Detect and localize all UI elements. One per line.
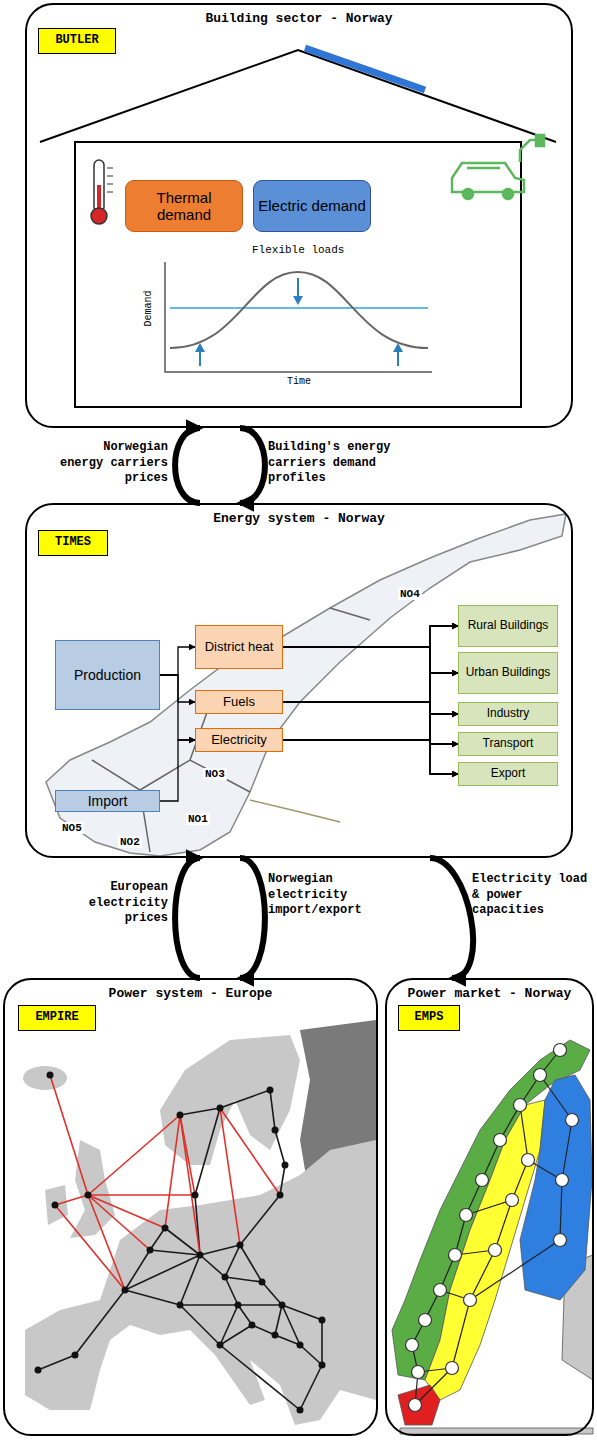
box-label: Fuels (223, 695, 255, 710)
demand-box: Electric demand (253, 180, 371, 232)
box-label: Production (74, 667, 141, 683)
flow-arrow (283, 702, 458, 774)
region-label: NO4 (398, 588, 422, 600)
supply-box: Production (55, 640, 160, 710)
sector-panel: Power market - NorwayEMPS (385, 978, 594, 1436)
flow-arrow (283, 702, 458, 714)
box-label: Electricity (211, 733, 267, 748)
axis-label: Demand (143, 288, 154, 328)
flow-arrow (283, 647, 458, 744)
model-tag: TIMES (38, 530, 108, 556)
box-label: BUTLER (55, 34, 98, 48)
sector-box: Industry (458, 702, 558, 726)
box-label: EMPIRE (35, 1011, 78, 1025)
model-tag: EMPIRE (18, 1005, 96, 1031)
flow-arrow (283, 626, 458, 740)
carrier-box: Fuels (195, 690, 283, 714)
chart-title: Flexible loads (250, 244, 346, 256)
box-label: Urban Buildings (466, 666, 551, 680)
flexible-load-chart (165, 262, 432, 372)
europe-map (23, 1020, 376, 1425)
region-label: NO5 (60, 822, 84, 834)
box-label: Import (88, 793, 128, 809)
flow-arrow (160, 740, 195, 801)
sector-box: Rural Buildings (458, 605, 558, 647)
cycle-arrow (430, 858, 473, 978)
sector-box: Export (458, 762, 558, 786)
flow-label: Building's energy carriers demand profil… (268, 440, 408, 487)
flow-arrow (160, 647, 195, 675)
flow-arrow (283, 647, 458, 714)
demand-box: Thermal demand (125, 180, 243, 232)
sector-panel: Building sector - NorwayBUTLER Thermal de… (25, 3, 573, 428)
flow-arrow (283, 673, 458, 740)
box-label: Electric demand (258, 197, 366, 214)
sector-panel: Power system - EuropeEMPIRE (3, 978, 378, 1436)
panel-title: Energy system - Norway (27, 511, 571, 526)
panel-title: Power system - Europe (5, 986, 376, 1001)
sector-box: Urban Buildings (458, 652, 558, 694)
flow-arrow (283, 647, 458, 673)
cycle-arrow (175, 428, 200, 503)
norway-map (46, 514, 566, 856)
flow-arrow (283, 702, 458, 744)
ev-car-icon (452, 135, 544, 199)
panel-title: Building sector - Norway (27, 11, 571, 26)
carrier-box: Electricity (195, 728, 283, 752)
box-label: Export (491, 767, 526, 781)
sector-panel: Energy system - NorwayTIMES ProductionImp… (25, 503, 573, 858)
model-tag: BUTLER (38, 28, 116, 54)
box-label: TIMES (55, 536, 91, 550)
flow-arrow (283, 673, 458, 702)
model-tag: EMPS (398, 1005, 460, 1031)
box-label: Rural Buildings (468, 619, 549, 633)
region-label: NO1 (186, 813, 210, 825)
flow-label: Norwegian energy carriers prices (56, 440, 168, 487)
flow-arrow (283, 647, 458, 774)
solar-panel (305, 48, 425, 90)
box-label: Industry (487, 707, 530, 721)
region-label: NO3 (203, 768, 227, 780)
flow-label: Norwegian electricity import/export (268, 872, 418, 919)
box-label: EMPS (415, 1011, 444, 1025)
flow-arrow (283, 714, 458, 740)
flow-label: Electricity load & power capacities (472, 872, 592, 919)
cycle-arrow (240, 428, 265, 503)
supply-box: Import (55, 790, 160, 812)
cycle-arrow (175, 858, 200, 978)
thermometer (91, 160, 113, 224)
house-wall (75, 142, 521, 407)
flow-label: European electricity prices (78, 880, 168, 927)
box-label: Thermal demand (130, 189, 238, 224)
flow-arrow (283, 626, 458, 647)
roof (40, 50, 556, 142)
flow-arrow (283, 626, 458, 702)
sector-box: Transport (458, 732, 558, 756)
panel-title: Power market - Norway (387, 986, 592, 1001)
carrier-box: District heat (195, 625, 283, 669)
box-label: District heat (205, 640, 274, 655)
flow-arrow (283, 740, 458, 774)
region-label: NO2 (118, 836, 142, 848)
cycle-arrow (240, 858, 265, 978)
axis-label: Time (285, 376, 313, 387)
flow-arrow (160, 675, 195, 740)
nordic-map (392, 1040, 593, 1434)
box-label: Transport (483, 737, 534, 751)
